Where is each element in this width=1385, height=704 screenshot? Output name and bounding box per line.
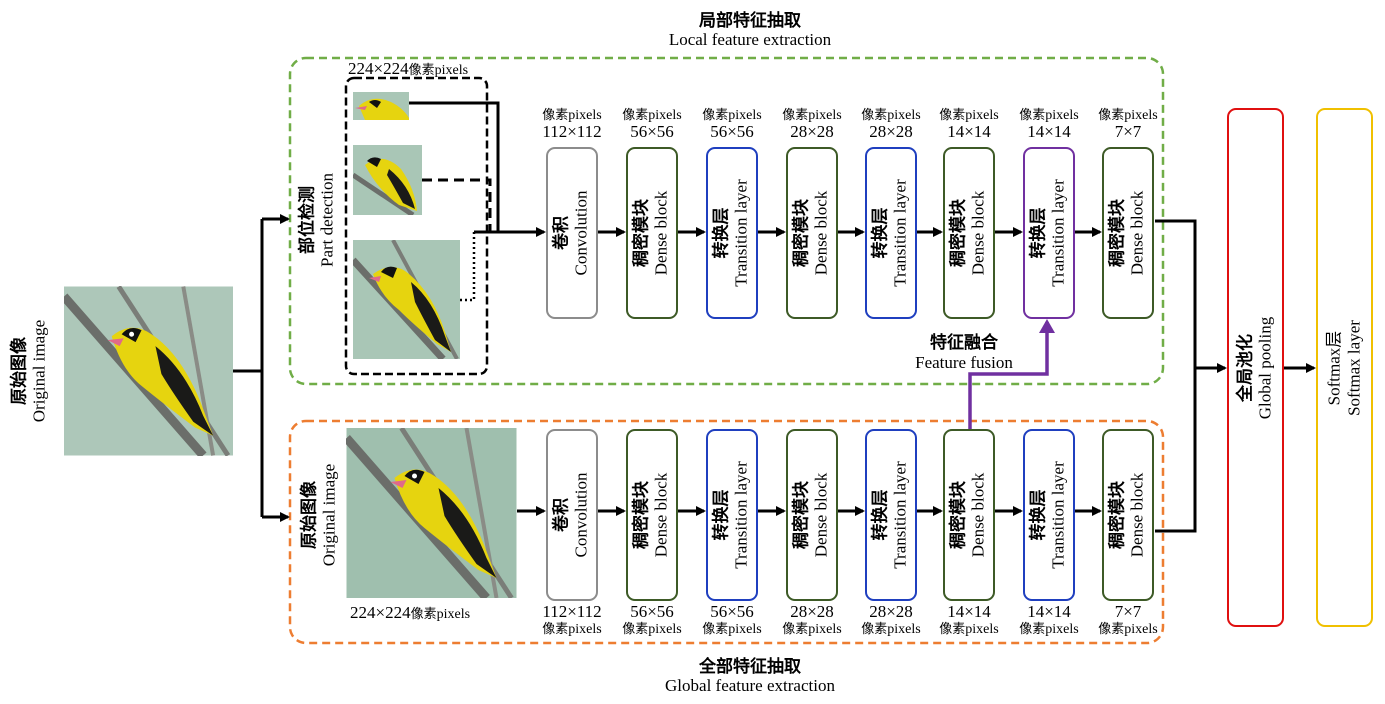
fusion-arrow — [968, 322, 1049, 430]
global-bird-image — [346, 428, 517, 598]
local-title-en: Local feature extraction — [668, 30, 832, 49]
crop-frame — [344, 76, 489, 376]
global-title-cn: 全部特征抽取 — [699, 657, 801, 677]
crop-size-label: 224×224像素pixels — [348, 59, 469, 78]
crop-body-image — [353, 145, 422, 215]
crop-head-image — [353, 92, 409, 120]
local-title-cn: 局部特征抽取 — [699, 11, 801, 31]
input-bird-image — [64, 286, 233, 456]
crop-full-image — [353, 240, 460, 359]
feature-fusion-label: 特征融合 Feature fusion — [915, 333, 1013, 372]
local-frame — [288, 56, 1165, 386]
global-title-en: Global feature extraction — [665, 676, 835, 695]
global-frame — [288, 419, 1165, 645]
global-image-size-label: 224×224像素pixels — [350, 603, 471, 622]
